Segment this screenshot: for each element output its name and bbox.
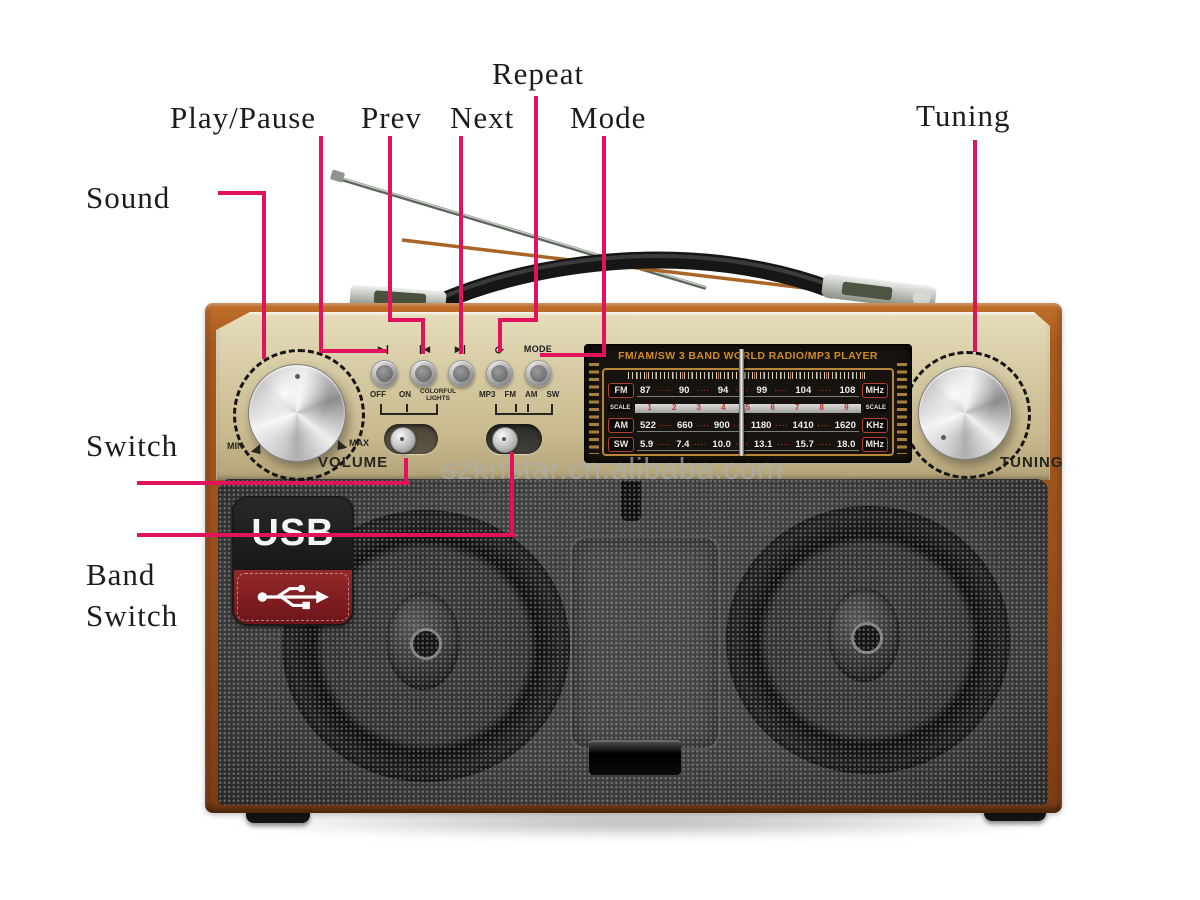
label-repeat: Repeat (492, 56, 585, 91)
label-prev: Prev (361, 100, 422, 135)
label-mode: Mode (570, 100, 647, 135)
dial-title: FM/AM/SW 3 BAND WORLD RADIO/MP3 PLAYER (618, 350, 878, 362)
center-module (570, 536, 720, 750)
dial-band-fm: FM 87····90····94····99····104····108 MH… (608, 383, 888, 398)
tuning-label: TUNING (1000, 454, 1064, 471)
tuning-knob[interactable] (918, 366, 1012, 460)
watermark: szknstar.cn.alibaba.com (441, 451, 784, 486)
play-pause-button[interactable] (371, 360, 398, 387)
callout-line-prev (388, 136, 392, 322)
callout-line-play-pause (319, 136, 323, 353)
callout-line-prev (421, 318, 425, 354)
callout-line-repeat (498, 318, 538, 322)
callout-line-sound (218, 191, 266, 195)
antenna-tip (330, 169, 345, 183)
mode-button-label: MODE (523, 344, 553, 354)
mode-button[interactable] (525, 360, 552, 387)
volume-knob-indicator (295, 374, 300, 379)
usb-badge: USB (232, 496, 354, 626)
band-values: 5.9····7.4····10.0····13.1····15.7····18… (637, 439, 859, 451)
volume-label: VOLUME (318, 454, 389, 471)
volume-knob-ring (233, 349, 365, 481)
dial-ribs-left (589, 363, 599, 454)
label-band-switch: Band Switch (86, 557, 179, 633)
band-switch-tick (515, 404, 517, 412)
dial-needle (739, 349, 744, 456)
band-values: 87····90····94····99····104····108 (637, 385, 859, 397)
callout-line-next (459, 136, 463, 354)
band-name-tag: SW (608, 437, 634, 452)
callout-line-repeat (498, 318, 502, 352)
band-unit-tag: KHz (862, 418, 888, 433)
power-on-label: ON (399, 390, 411, 399)
speaker-grille (218, 479, 1048, 805)
power-switch-knob[interactable] (390, 427, 416, 453)
callout-line-mode (540, 353, 606, 357)
callout-line-prev (388, 318, 425, 322)
label-switch: Switch (86, 428, 179, 463)
tuning-knob-indicator (941, 435, 946, 440)
callout-line-band-switch (510, 452, 514, 537)
volume-max-label: MAX (349, 438, 369, 448)
grille-top-tab (621, 481, 641, 521)
next-button[interactable] (448, 360, 475, 387)
callout-line-switch (137, 481, 410, 485)
speaker-left-hub (410, 628, 442, 660)
dial-frame: FM 87····90····94····99····104····108 MH… (602, 368, 894, 456)
carry-handle[interactable] (427, 251, 841, 313)
dial-band-am: AM 522····660····900····1180····1410····… (608, 418, 888, 433)
callout-line-sound (262, 191, 266, 359)
label-play-pause: Play/Pause (170, 100, 317, 135)
speaker-right-cap (828, 588, 900, 682)
band-switch-bracket (495, 404, 553, 415)
handle-highlight (435, 254, 833, 302)
callout-line-switch (404, 458, 408, 485)
dial-band-sw: SW 5.9····7.4····10.0····13.1····15.7···… (608, 437, 888, 452)
dial-tick-ruler (628, 372, 868, 379)
callout-line-band-switch (137, 533, 516, 537)
scale-tag-right: SCALE (863, 404, 888, 412)
band-name-tag: FM (608, 383, 634, 398)
band-switch-tick (527, 404, 529, 412)
power-switch-bracket (380, 404, 438, 415)
label-sound: Sound (86, 180, 171, 215)
ground-shadow (215, 808, 1065, 838)
colorful-lights-label: COLORFUL LIGHTS (419, 388, 457, 403)
band-name-tag: AM (608, 418, 634, 433)
power-switch-tick (406, 404, 408, 412)
dial-ribs-right (897, 363, 907, 454)
antenna-rod-highlight (340, 177, 707, 288)
antenna-rod-2 (401, 238, 898, 301)
bottom-slot (589, 740, 681, 775)
label-tuning: Tuning (916, 98, 1011, 133)
power-off-label: OFF (370, 390, 386, 399)
band-unit-tag: MHz (861, 383, 888, 398)
label-next: Next (450, 100, 515, 135)
volume-knob[interactable] (248, 364, 346, 462)
repeat-button[interactable] (486, 360, 513, 387)
band-unit-tag: MHz (861, 437, 888, 452)
volume-min-label: MIN (227, 441, 244, 451)
prev-button[interactable] (410, 360, 437, 387)
usb-icon (257, 584, 329, 610)
callout-line-tuning (973, 140, 977, 352)
speaker-left-cap (386, 592, 460, 690)
dial-panel: FM/AM/SW 3 BAND WORLD RADIO/MP3 PLAYER F… (585, 345, 911, 462)
band-values: 522····660····900····1180····1410····162… (637, 420, 859, 432)
speaker-right-hub (851, 622, 883, 654)
band-switch-knob[interactable] (492, 427, 518, 453)
scale-tag-left: SCALE (608, 404, 633, 412)
antenna-rod (340, 177, 707, 290)
callout-line-mode (602, 136, 606, 357)
callout-line-repeat (534, 96, 538, 322)
callout-line-play-pause (319, 349, 387, 353)
